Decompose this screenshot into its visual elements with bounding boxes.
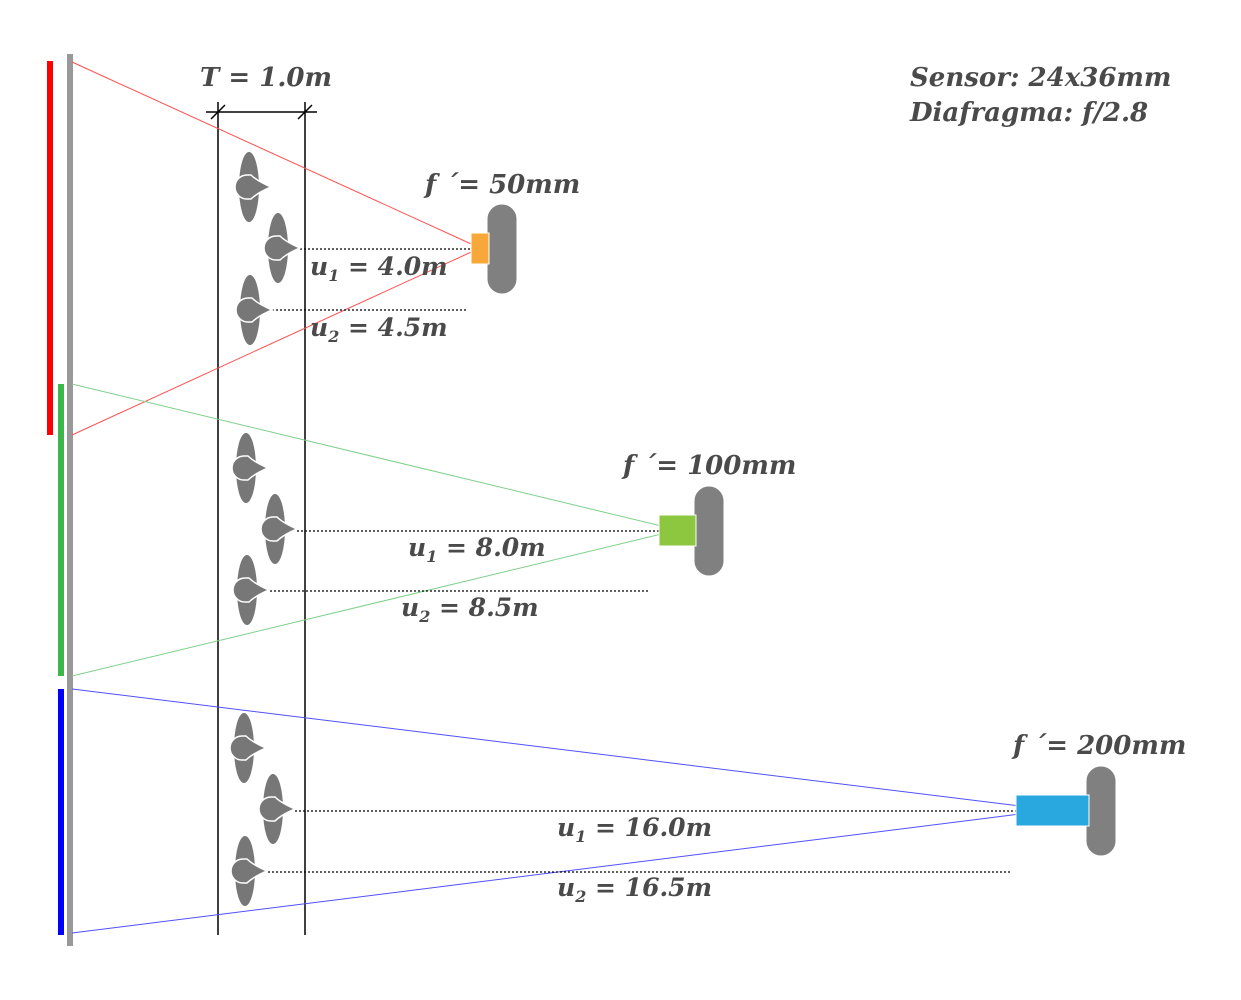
distance-label-u2-50mm: u2 = 4.5m: [310, 313, 448, 346]
distance-label-u1-200mm: u1 = 16.0m: [557, 813, 712, 846]
coverage-bar-200mm: [58, 689, 64, 935]
person-icon: [231, 433, 270, 503]
distance-label-u1-100mm: u1 = 8.0m: [408, 533, 546, 566]
person-icon: [235, 275, 274, 345]
ray-50mm-top: [71, 61, 481, 249]
camera-body-icon: [693, 485, 725, 577]
person-icon: [263, 213, 302, 283]
coverage-bar-50mm: [47, 61, 53, 435]
camera-50mm: [470, 203, 518, 295]
person-icon: [232, 555, 271, 625]
people-group-100mm: [231, 433, 299, 625]
focal-label-100mm: f ´= 100mm: [621, 451, 796, 481]
focal-label-50mm: f ´= 50mm: [423, 170, 580, 200]
person-icon: [260, 494, 299, 564]
ray-100mm-top: [71, 383, 679, 531]
lens-icon: [470, 232, 490, 265]
person-icon: [234, 152, 273, 222]
camera-body-icon: [486, 203, 518, 295]
camera-body-icon: [1085, 765, 1117, 857]
camera-200mm: [1015, 765, 1117, 857]
people-group-50mm: [234, 152, 302, 345]
person-icon: [230, 836, 269, 906]
ray-50mm-bottom: [71, 247, 481, 436]
person-icon: [258, 774, 297, 844]
background-wall: [67, 54, 73, 946]
lens-icon: [1015, 794, 1090, 827]
focal-label-200mm: f ´= 200mm: [1011, 731, 1186, 761]
camera-100mm: [658, 485, 725, 577]
distance-label-u2-100mm: u2 = 8.5m: [401, 593, 539, 626]
sensor-label: Sensor: 24x36mm: [910, 63, 1171, 93]
lens-icon: [658, 514, 697, 547]
coverage-bar-100mm: [58, 384, 64, 676]
ray-200mm-top: [71, 688, 1053, 811]
ray-100mm-bottom: [71, 529, 679, 677]
dimension-tick-right: [297, 104, 313, 120]
aperture-label: Diafragma: f/2.8: [909, 98, 1148, 128]
dimension-tick-left: [210, 104, 226, 120]
person-icon: [229, 713, 268, 783]
thickness-label: T = 1.0m: [200, 63, 332, 93]
people-group-200mm: [229, 713, 297, 906]
distance-label-u2-200mm: u2 = 16.5m: [557, 873, 712, 906]
distance-label-u1-50mm: u1 = 4.0m: [310, 252, 448, 285]
